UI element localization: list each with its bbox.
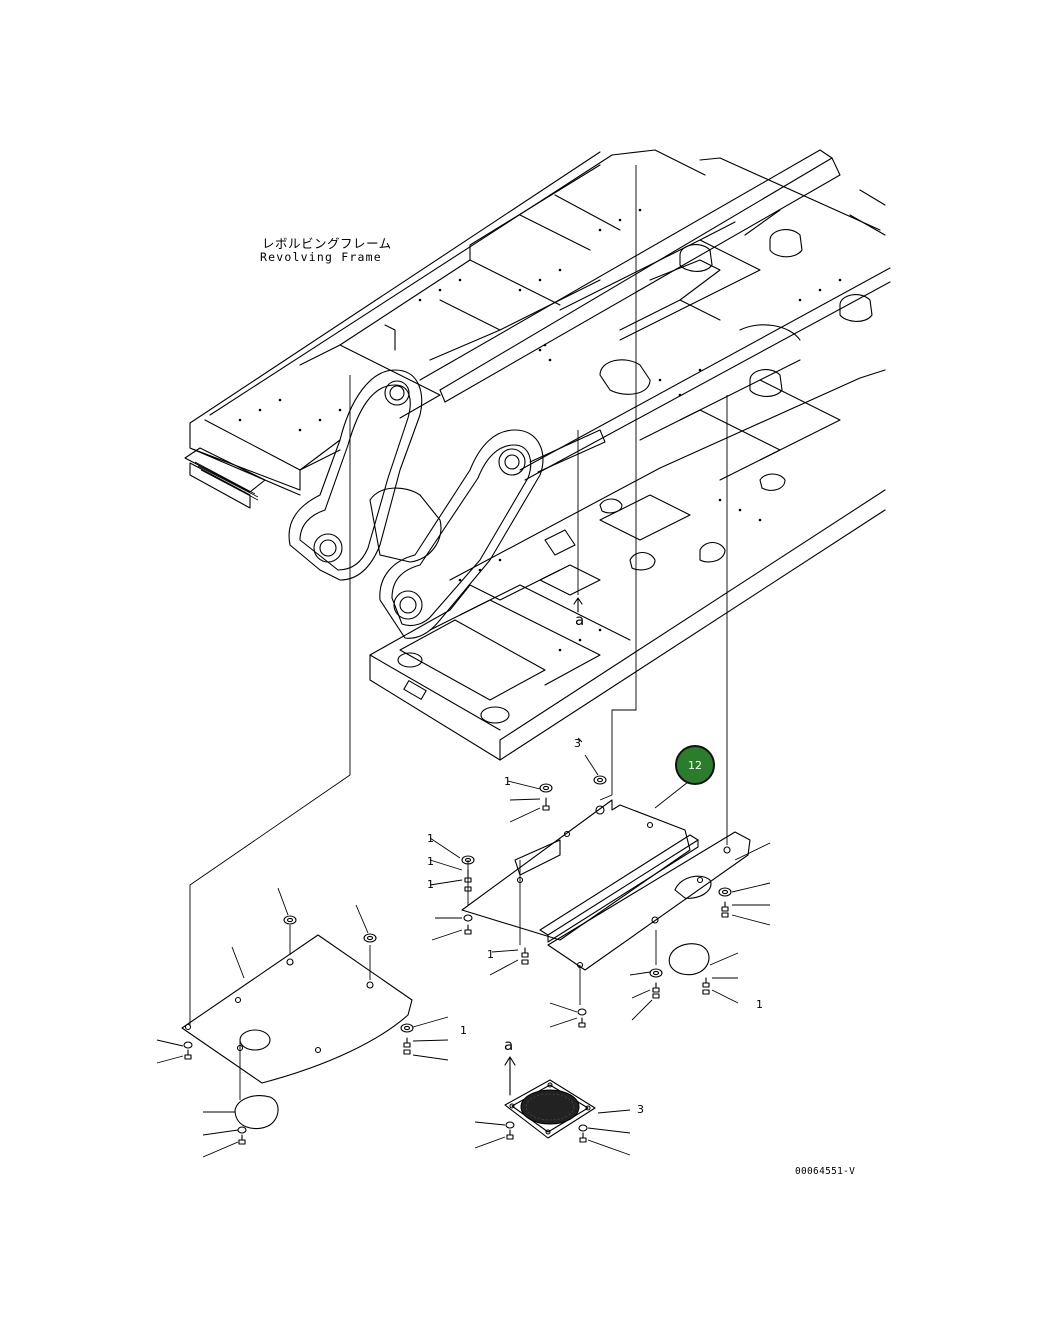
- round-cover-right: [668, 943, 710, 976]
- view-a-mesh-screen: [504, 1079, 596, 1139]
- view-arrow: [504, 597, 583, 1096]
- assembly-leader-lines: [189, 165, 728, 1100]
- frame-label-english: Revolving Frame: [260, 250, 382, 264]
- view-a-label-upper: a: [575, 611, 585, 629]
- round-cover-left: [234, 1095, 279, 1130]
- part-callout-number: 12: [688, 758, 702, 772]
- figure-id: 00064551-V: [795, 1166, 856, 1177]
- view-a-label-lower: a: [504, 1036, 514, 1054]
- callout-leader: [654, 781, 689, 809]
- under-cover-plate-left: [181, 934, 413, 1084]
- revolving-frame-drawing: [184, 149, 891, 761]
- part-callout-badge[interactable]: 12: [675, 745, 715, 785]
- under-cover-rail: [539, 834, 699, 943]
- frame-label-japanese: レボルビングフレーム: [262, 236, 392, 251]
- bolts-and-washers: [156, 737, 771, 1158]
- under-cover-plate-right: [547, 831, 751, 971]
- under-cover-plate-upper: [461, 799, 691, 941]
